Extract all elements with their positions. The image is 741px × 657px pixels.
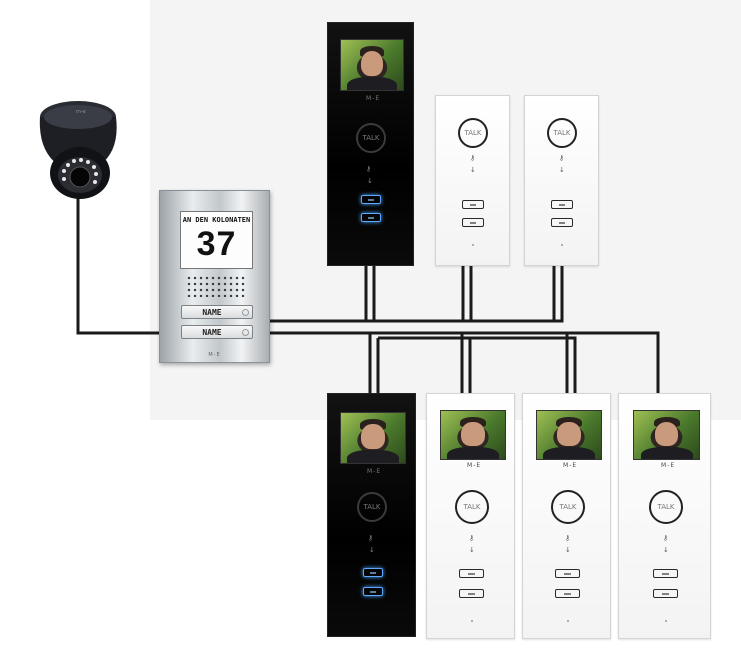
video-screen	[633, 410, 700, 460]
button-led-icon	[242, 329, 249, 336]
name-button-1[interactable]: NAME	[181, 305, 253, 319]
talk-ring-button[interactable]: TALK	[551, 490, 585, 524]
led-indicator	[472, 244, 474, 246]
key-icon: ⚷	[565, 534, 571, 542]
brand-logo: M-E	[661, 462, 676, 469]
audio-handset-white-1: TALK ⚷ ↓	[435, 95, 510, 266]
handset-icon: ↓	[565, 546, 571, 554]
video-monitor-black-top: M-E TALK ⚷ ↓	[327, 22, 414, 266]
monitor-button-2[interactable]	[459, 589, 484, 598]
monitor-button-2[interactable]	[653, 589, 678, 598]
wire-bot-4	[567, 331, 660, 393]
key-icon: ⚷	[469, 534, 475, 542]
video-monitor-white-1: M-E TALK ⚷ ↓	[426, 393, 515, 639]
monitor-button-1[interactable]	[551, 200, 573, 209]
name-button-2[interactable]: NAME	[181, 325, 253, 339]
video-screen	[340, 412, 406, 464]
audio-handset-white-2: TALK ⚷ ↓	[524, 95, 599, 266]
video-monitor-black-bottom: M-E TALK ⚷ ↓	[327, 393, 416, 637]
monitor-button-2[interactable]	[551, 218, 573, 227]
door-station: AN DEN KOLONATEN 37 NAME NAME M-E	[159, 190, 270, 363]
talk-ring-button[interactable]: TALK	[649, 490, 683, 524]
video-monitor-white-2: M-E TALK ⚷ ↓	[522, 393, 611, 639]
talk-ring-button[interactable]: TALK	[547, 118, 577, 148]
handset-icon: ↓	[559, 166, 565, 174]
key-icon: ⚷	[559, 154, 565, 162]
handset-icon: ↓	[367, 177, 373, 185]
wire-camera-door	[76, 196, 159, 335]
talk-ring-button[interactable]: TALK	[455, 490, 489, 524]
led-indicator	[665, 620, 667, 622]
svg-text:m-e: m-e	[76, 109, 86, 115]
handset-icon: ↓	[469, 546, 475, 554]
speaker-grille	[186, 275, 246, 297]
monitor-button-2[interactable]	[363, 587, 383, 596]
monitor-button-2[interactable]	[361, 213, 381, 222]
name-button-2-label: NAME	[202, 328, 222, 337]
key-icon: ⚷	[470, 154, 476, 162]
monitor-button-1[interactable]	[361, 195, 381, 204]
monitor-button-1[interactable]	[555, 569, 580, 578]
wire-bus-bottom	[270, 331, 464, 393]
monitor-button-1[interactable]	[653, 569, 678, 578]
led-indicator	[567, 620, 569, 622]
wire-bus-top	[270, 266, 564, 323]
key-icon: ⚷	[663, 534, 669, 542]
dome-camera: m-e	[39, 101, 117, 199]
monitor-button-1[interactable]	[462, 200, 484, 209]
handset-icon: ↓	[369, 546, 375, 554]
brand-logo: M-E	[467, 462, 482, 469]
video-screen	[536, 410, 602, 460]
monitor-button-1[interactable]	[363, 568, 383, 577]
house-number: 37	[196, 225, 237, 263]
led-indicator	[561, 244, 563, 246]
brand-logo: M-E	[563, 462, 578, 469]
video-screen	[340, 39, 404, 91]
video-monitor-white-3: M-E TALK ⚷ ↓	[618, 393, 711, 639]
talk-ring-button[interactable]: TALK	[357, 492, 387, 522]
wire-bot-3a	[462, 331, 569, 393]
wire-bot-2	[378, 336, 472, 393]
brand-logo: M-E	[367, 468, 382, 475]
monitor-button-1[interactable]	[459, 569, 484, 578]
key-icon: ⚷	[368, 534, 374, 542]
talk-ring-button[interactable]: TALK	[356, 123, 386, 153]
street-name: AN DEN KOLONATEN	[182, 216, 251, 224]
monitor-button-2[interactable]	[462, 218, 484, 227]
house-number-label: AN DEN KOLONATEN 37	[180, 211, 253, 269]
button-led-icon	[242, 309, 249, 316]
handset-icon: ↓	[470, 166, 476, 174]
door-station-brand: M-E	[208, 352, 221, 358]
key-icon: ⚷	[366, 165, 372, 173]
talk-ring-button[interactable]: TALK	[458, 118, 488, 148]
led-indicator	[471, 620, 473, 622]
name-button-1-label: NAME	[202, 308, 222, 317]
monitor-button-2[interactable]	[555, 589, 580, 598]
brand-logo: M-E	[366, 95, 381, 102]
wire-bot-3b	[470, 336, 577, 393]
handset-icon: ↓	[663, 546, 669, 554]
video-screen	[440, 410, 506, 460]
